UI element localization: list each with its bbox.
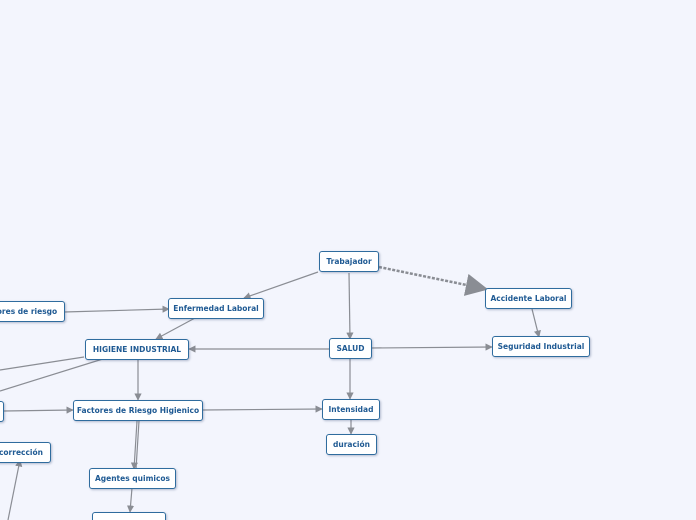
- node-trabajador[interactable]: Trabajador: [319, 251, 379, 272]
- node-left-clipped[interactable]: [0, 401, 4, 422]
- edge-accidente-seguridad: [531, 308, 541, 338]
- edge-trabajador-accidente: [378, 265, 489, 296]
- node-seguridad-industrial[interactable]: Seguridad Industrial: [492, 336, 590, 357]
- edge-higiene-offscreen-1: [0, 356, 85, 371]
- edge-factores-higienico-agentes-2: [135, 420, 140, 470]
- node-duracion[interactable]: duración: [326, 434, 377, 455]
- edge-factores-higienico-intensidad: [202, 405, 323, 413]
- edge-left-factores-higienico: [3, 406, 74, 414]
- edge-agentes-bottom: [126, 487, 135, 513]
- node-salud[interactable]: SALUD: [329, 338, 372, 359]
- node-enfermedad-laboral[interactable]: Enfermedad Laboral: [168, 298, 264, 319]
- node-accidente-laboral[interactable]: Accidente Laboral: [485, 288, 572, 309]
- node-factores-riesgo-higienico[interactable]: Factores de Riesgo Higienico: [73, 400, 203, 421]
- node-agentes-quimicos[interactable]: Agentes quimicos: [89, 468, 176, 489]
- edge-factores-higienico-agentes: [130, 420, 138, 470]
- edge-salud-seguridad: [370, 343, 493, 351]
- edge-enfermedad-higiene: [155, 317, 196, 340]
- node-intensidad[interactable]: Intensidad: [322, 399, 380, 420]
- edge-trabajador-enfermedad: [243, 271, 319, 300]
- node-bottom[interactable]: [92, 512, 166, 520]
- node-higiene-industrial[interactable]: HIGIENE INDUSTRIAL: [85, 339, 189, 360]
- edge-trabajador-salud: [346, 272, 354, 340]
- node-correccion[interactable]: corrección: [0, 442, 51, 463]
- node-factores-de-riesgo[interactable]: Factores de riesgo: [0, 301, 65, 322]
- edge-factores-enfermedad: [63, 305, 170, 313]
- edge-higiene-offscreen-2: [0, 357, 107, 392]
- edge-bottom-correccion: [7, 459, 23, 520]
